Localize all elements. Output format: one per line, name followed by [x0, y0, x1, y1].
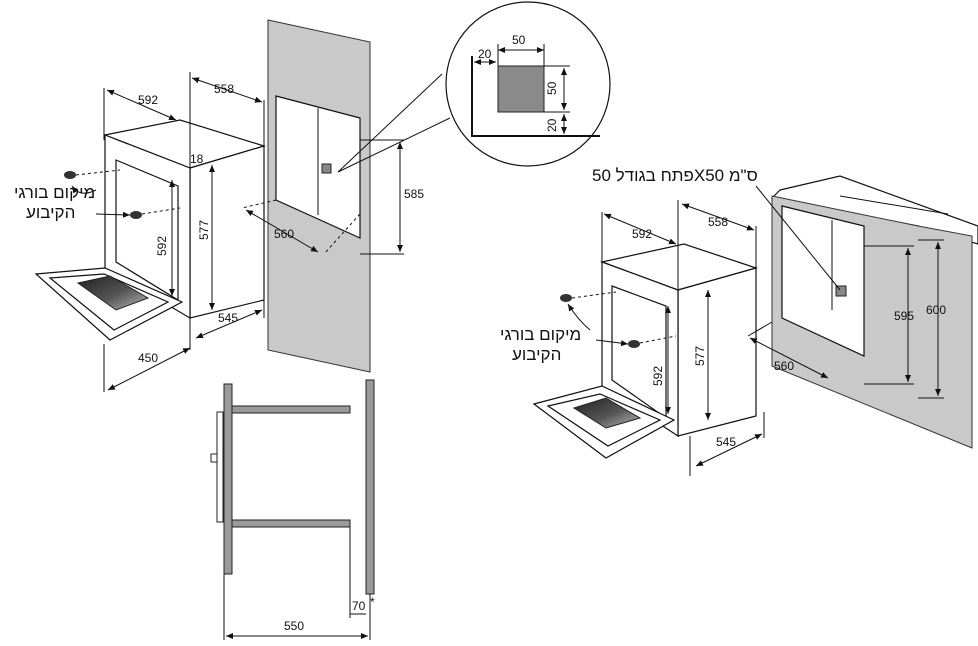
inset-dim-offset-y: 20	[545, 118, 559, 132]
left-screw-label-line1: מיקום בורגי	[14, 183, 95, 202]
right-screw-bottom	[628, 335, 677, 348]
right-dim-niche-outer: 600	[926, 303, 946, 317]
left-dim-panel: 18	[190, 152, 204, 166]
right-dim-depth-bottom: 545	[716, 435, 736, 449]
right-dim-height-body: 577	[693, 346, 707, 366]
section-back-wall	[365, 379, 375, 595]
left-dim-door: 450	[138, 351, 158, 365]
right-screw-label-line1: מיקום בורגי	[500, 325, 581, 344]
right-dim-depth-top: 558	[708, 215, 728, 229]
right-opening-label: פתח בגודל 50X50 ס"מ	[592, 166, 758, 185]
right-dim-niche-inner: 595	[894, 309, 914, 323]
right-door-glass	[572, 397, 642, 429]
section-dim-depth: 550	[284, 619, 304, 633]
section-top-shelf	[231, 405, 351, 414]
section-dim-gap: 70	[352, 599, 366, 613]
section-front-panel	[223, 383, 233, 575]
inset-opening-square	[497, 65, 545, 113]
right-dim-width-front: 592	[632, 227, 652, 241]
inset-corner	[471, 56, 600, 137]
inset-dim-offset-x: 20	[478, 47, 492, 61]
right-dim-height-front: 592	[651, 366, 665, 386]
inset-dim-size-w: 50	[512, 33, 526, 47]
left-dim-height-front: 592	[155, 236, 169, 256]
right-screw-label-line2: הקיבוע	[512, 345, 561, 364]
right-niche-vent-hole	[835, 285, 847, 297]
left-screw-top	[64, 169, 121, 179]
section-oven-handle	[210, 453, 218, 463]
left-dim-depth-bottom: 545	[218, 311, 238, 325]
left-oven-view: 592 558 18 577 592 585 560 545 450	[14, 19, 424, 392]
left-screw-bottom	[130, 207, 181, 219]
left-dim-niche-height: 585	[404, 187, 424, 201]
right-oven-view: פתח בגודל 50X50 ס"מ 592 558 577 592 595 …	[500, 166, 978, 476]
left-niche-vent-hole	[321, 163, 332, 174]
left-dim-width-front: 592	[138, 93, 158, 107]
left-dim-height-body: 577	[197, 220, 211, 240]
section-bottom-shelf	[231, 519, 351, 528]
right-dim-niche-width: 560	[774, 359, 794, 373]
section-asterisk: *	[370, 595, 375, 609]
right-screw-top	[560, 291, 617, 302]
left-screw-label-line2: הקיבוע	[26, 203, 75, 222]
inset-dim-size-h: 50	[545, 81, 559, 95]
right-oven-side	[677, 267, 757, 437]
left-dim-depth-top: 558	[214, 82, 234, 96]
left-dim-niche-width: 560	[274, 227, 294, 241]
left-door-glass	[76, 275, 150, 311]
inset-detail: 50 20 50 20	[337, 1, 611, 173]
section-view: 550 70 *	[210, 379, 375, 640]
section-oven-front	[216, 411, 224, 523]
